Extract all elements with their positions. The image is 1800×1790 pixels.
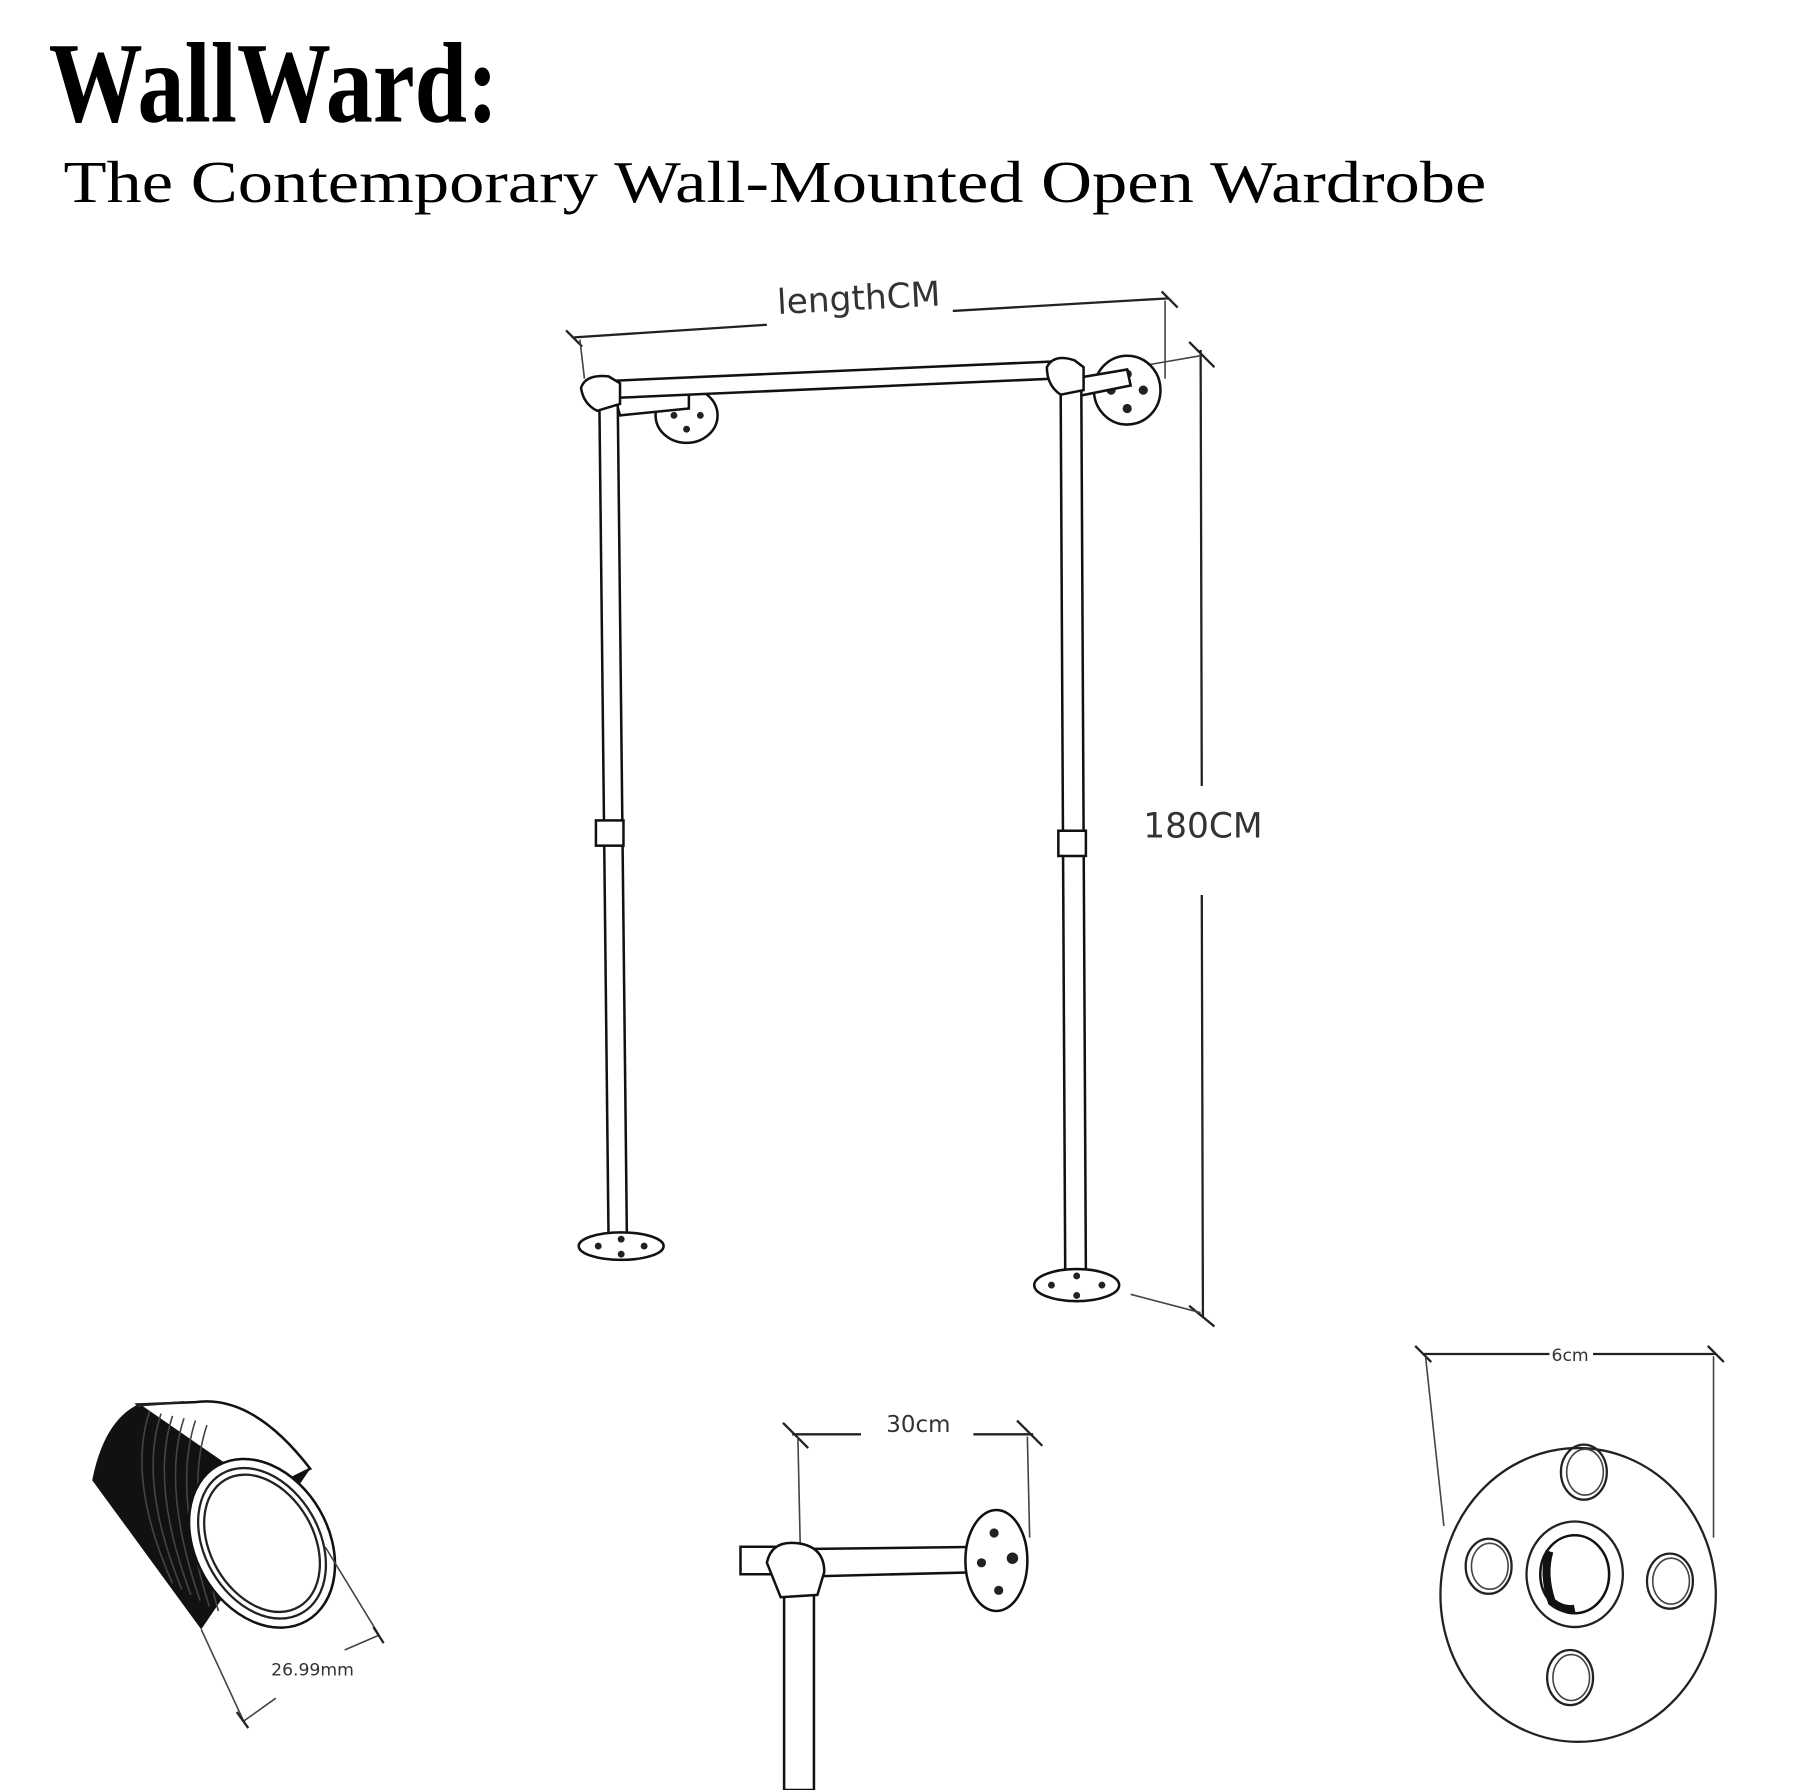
title: WallWard: <box>49 20 499 147</box>
height-dimension: 180CM <box>1130 341 1263 1328</box>
height-label: 180CM <box>1143 807 1262 847</box>
width-label: lengthCM <box>776 275 941 323</box>
flange-detail: 6cm <box>1414 1345 1725 1743</box>
wardrobe-frame: lengthCM 180CM <box>565 275 1263 1328</box>
flange-diameter-label: 6cm <box>1552 1346 1589 1366</box>
pipe-diameter-label: 26.99mm <box>271 1660 354 1680</box>
wall-arm-detail: 30cm <box>739 1412 1044 1790</box>
width-dimension: lengthCM <box>565 275 1179 379</box>
wall-arm-label: 30cm <box>886 1412 950 1438</box>
subtitle: The Contemporary Wall-Mounted Open Wardr… <box>64 149 1487 215</box>
pipe-nipple-detail: 26.99mm <box>92 1400 385 1729</box>
